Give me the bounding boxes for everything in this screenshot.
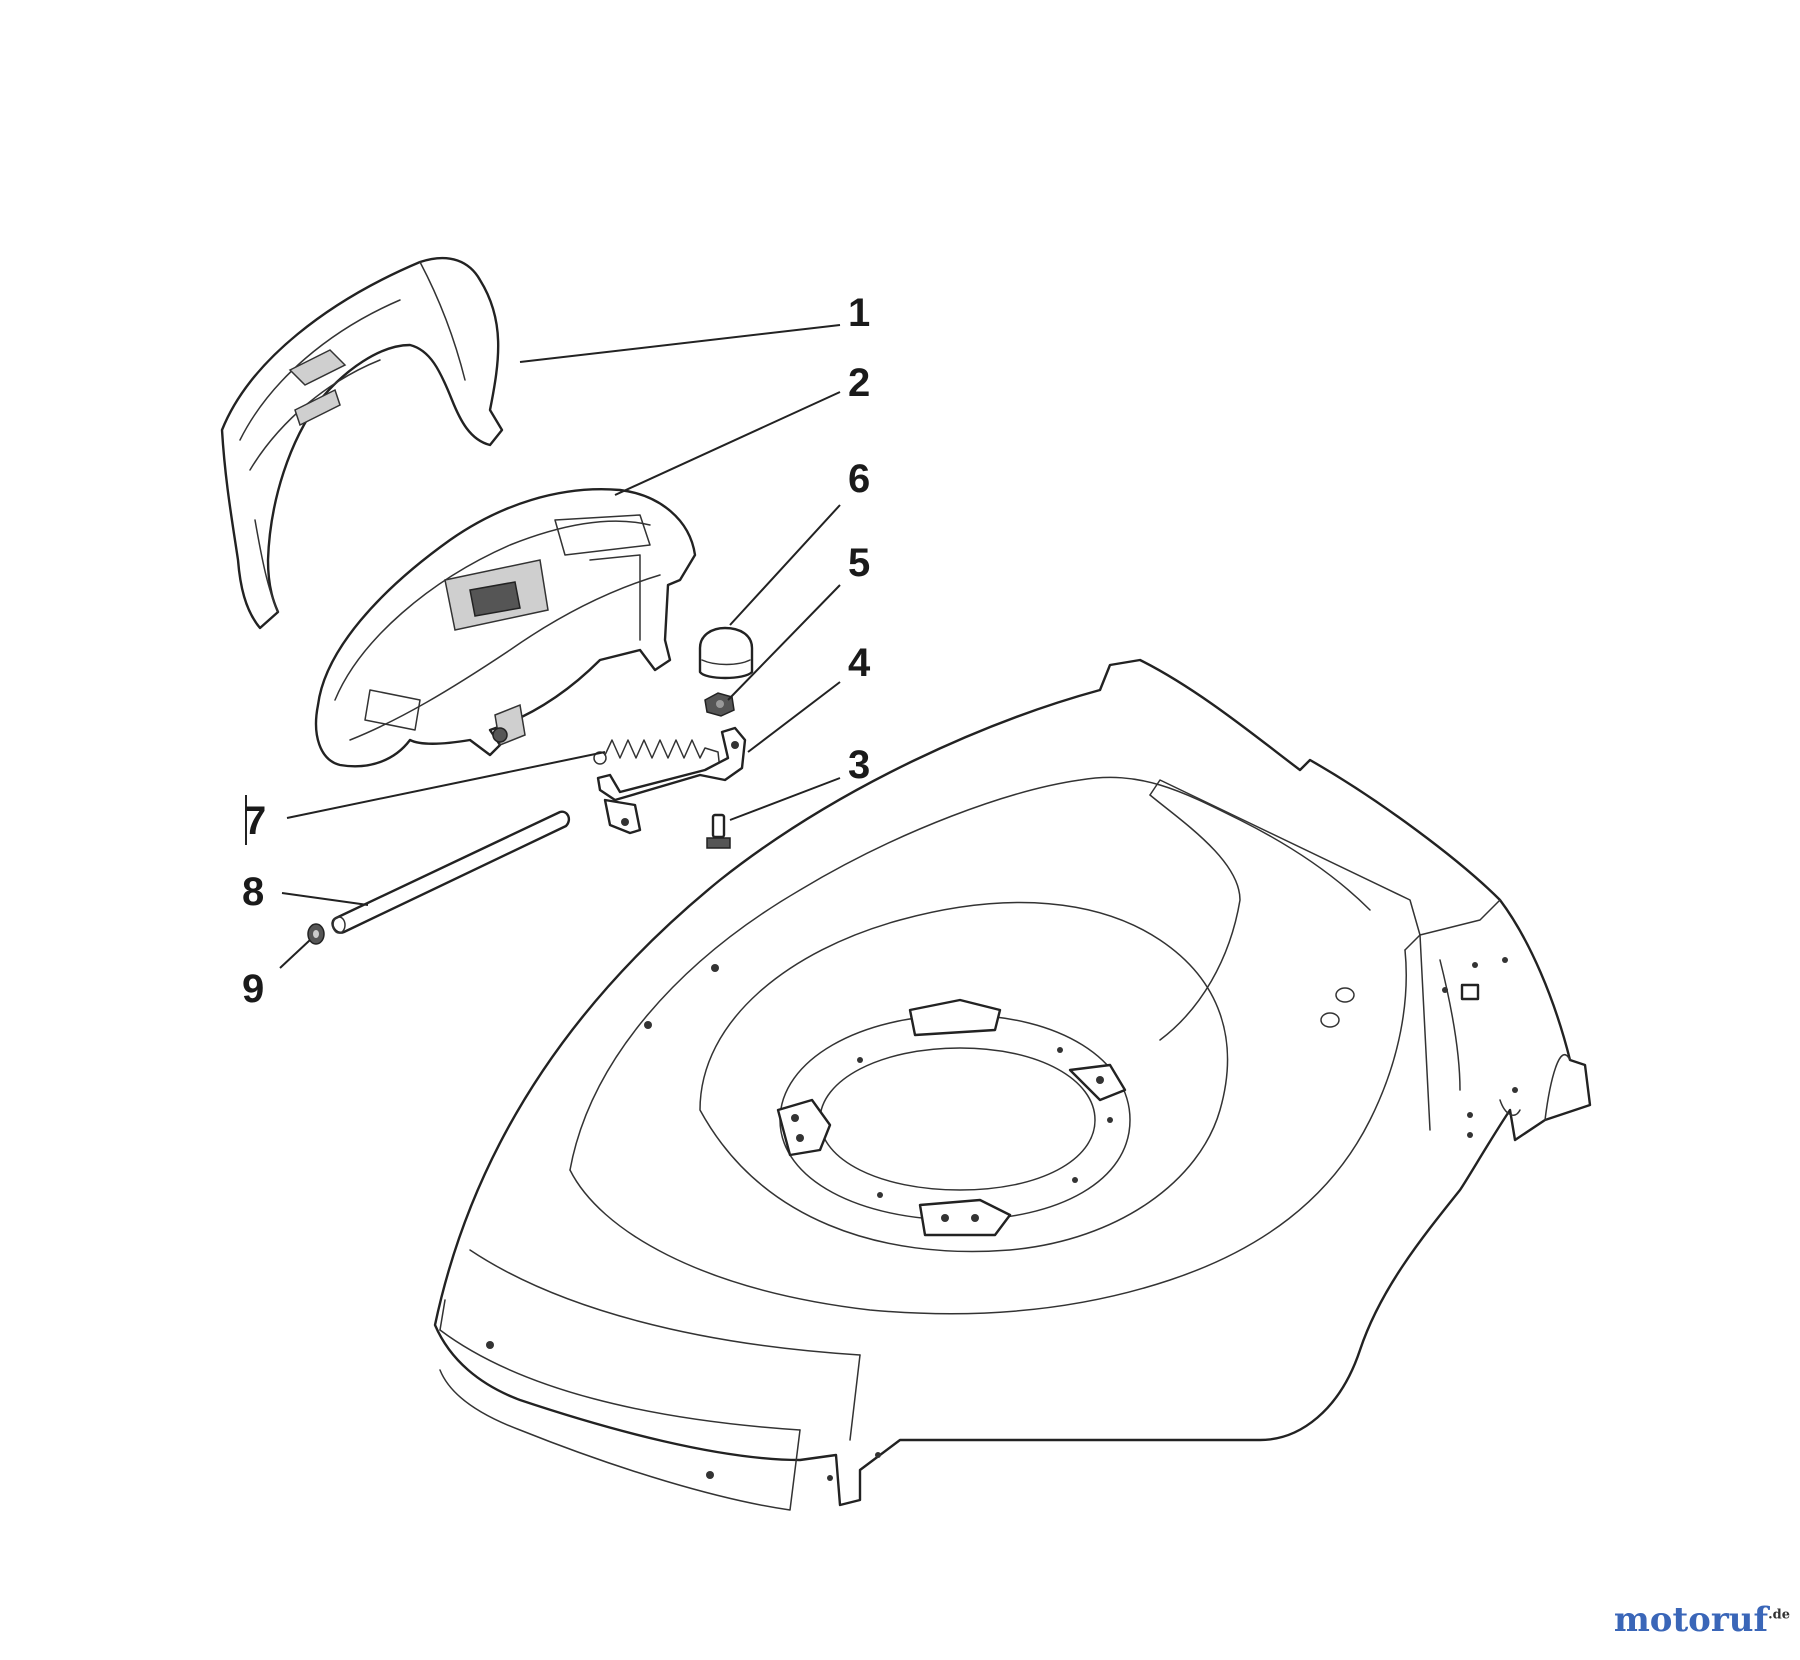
part-number-1: 1	[848, 291, 870, 335]
part-number-7: 7	[244, 799, 266, 843]
watermark-tld: .de	[1768, 1607, 1790, 1623]
leader-lines	[245, 324, 841, 969]
part-number-9: 9	[242, 967, 264, 1011]
motoruf-watermark: motoruf.de	[1614, 1600, 1790, 1640]
part-labels: 1 2 3 4 5 6 7 8 9	[242, 291, 871, 1011]
part-number-2: 2	[848, 361, 870, 405]
part-6-cap	[698, 626, 754, 680]
part-number-8: 8	[242, 870, 264, 914]
leader-1	[519, 324, 841, 363]
leader-4	[747, 681, 841, 753]
leader-7	[286, 751, 606, 819]
part-2-top-cover	[314, 488, 697, 768]
leader-2	[614, 391, 841, 496]
leader-3	[729, 777, 841, 821]
leader-8	[281, 892, 369, 906]
part-1-rear-flap	[220, 256, 504, 630]
part-5-nut	[704, 692, 735, 717]
part-number-4: 4	[848, 641, 871, 685]
part-number-6: 6	[848, 457, 870, 501]
leader-6	[729, 504, 841, 626]
part-4-bracket	[596, 726, 747, 835]
mower-deck	[433, 658, 1592, 1511]
part-7-spring	[593, 739, 721, 771]
watermark-brand: motoruf	[1613, 1600, 1769, 1640]
leader-9	[279, 939, 311, 969]
part-8-rod	[331, 810, 571, 934]
part-number-5: 5	[848, 541, 870, 585]
leader-5	[727, 584, 841, 701]
part-9-washer	[307, 923, 325, 945]
part-3-screw	[706, 813, 731, 849]
part-number-3: 3	[848, 743, 870, 787]
